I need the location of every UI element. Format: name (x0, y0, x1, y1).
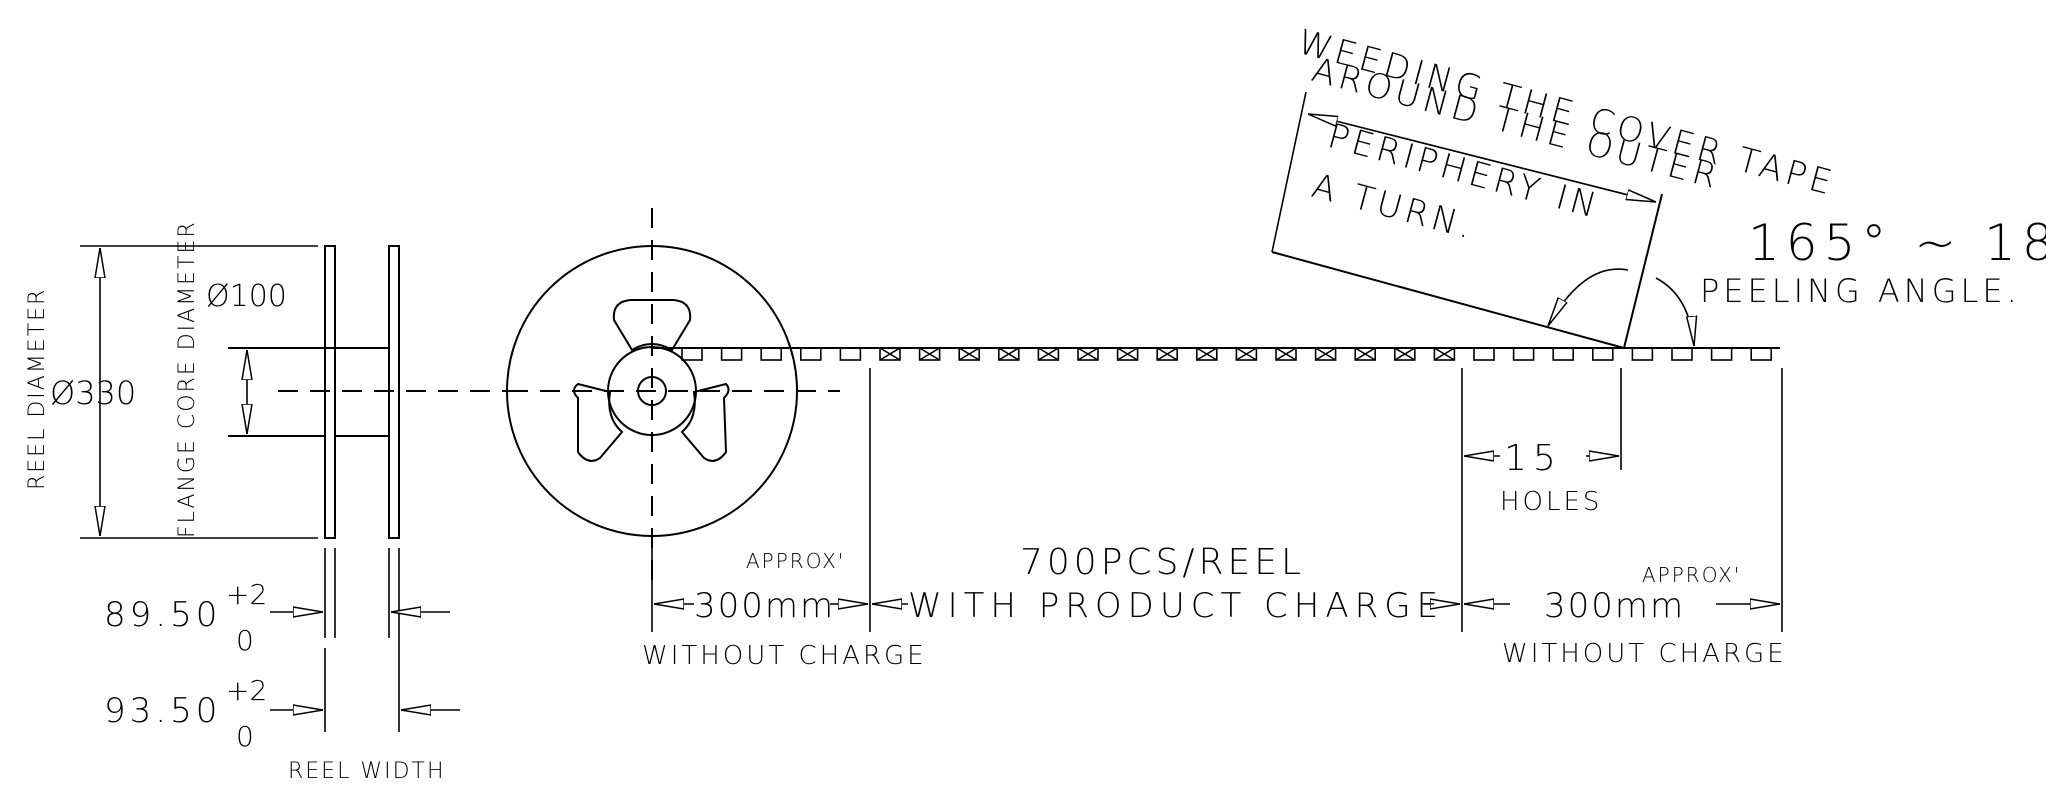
tape-pocket-filled (1354, 347, 1376, 361)
pocket-component-mark (1037, 347, 1059, 361)
reel-width-label: REEL WIDTH (288, 759, 446, 784)
tape-pocket-empty (1592, 347, 1614, 361)
tape-pocket-filled (1156, 347, 1178, 361)
width-1-value: 89.50 (104, 595, 221, 635)
tape-pocket-filled (918, 347, 941, 361)
pocket-component-mark (1196, 347, 1218, 361)
width-2-value: 93.50 (104, 691, 221, 731)
tape-pocket-filled (1275, 347, 1297, 361)
peeling-angle-arc-outer (1655, 277, 1694, 346)
flange-core-diameter-value: Ø100 (206, 279, 287, 314)
tape-pocket-filled (879, 347, 901, 361)
reel-window-right (680, 382, 730, 462)
pocket-component-mark (919, 347, 941, 361)
reel-diameter-value: Ø330 (50, 374, 136, 412)
tape-dimensions: APPROX' 300mm WITHOUT CHARGE 700PCS/REEL… (642, 368, 1787, 671)
peeled-cover-tape (1271, 251, 1625, 349)
without-charge-right-label: WITHOUT CHARGE (1502, 639, 1787, 669)
width-1-tol-plus: +2 (226, 578, 267, 611)
width-2-tol-zero: 0 (236, 720, 254, 753)
pitch-unit-label: HOLES (1500, 487, 1602, 517)
approx-left-label: APPROX' (746, 549, 845, 573)
tape-pockets (681, 347, 1772, 361)
pocket-component-mark (1275, 347, 1297, 361)
note-frame-top (1308, 113, 1656, 203)
pocket-component-mark (1156, 347, 1178, 361)
without-charge-left-label: WITHOUT CHARGE (642, 641, 927, 671)
peeling-angle-arc-inner (1548, 268, 1629, 326)
tape-pocket-filled (1037, 347, 1060, 361)
with-product-charge-label: WITH PRODUCT CHARGE (908, 586, 1444, 626)
peeling-vertical-ref (1623, 193, 1663, 349)
width-2-tol-plus: +2 (226, 674, 267, 707)
tape-pocket-filled (1116, 347, 1139, 361)
tape-pocket-empty (1750, 347, 1772, 361)
pocket-component-mark (998, 347, 1020, 361)
tape-pocket-empty (1552, 347, 1574, 361)
tape-pocket-filled (958, 347, 981, 361)
width-1-tol-zero: 0 (236, 624, 254, 657)
pocket-component-mark (1354, 347, 1376, 361)
reel-diameter-label: REEL DIAMETER (25, 288, 50, 490)
tape-pocket-filled (1394, 347, 1416, 361)
reel-side-view: REEL DIAMETER Ø330 FLANGE CORE DIAMETER … (25, 220, 520, 784)
tape-pocket-filled (1235, 347, 1258, 361)
tape-pocket-filled (1077, 347, 1099, 361)
pocket-component-mark (958, 347, 980, 361)
pocket-component-mark (1117, 347, 1139, 361)
tape-pocket-empty (681, 347, 703, 361)
pitch-value: 15 (1504, 438, 1562, 479)
pocket-component-mark (879, 347, 901, 361)
peeling-detail: WEEDING THE COVER TAPE AROUND THE OUTER … (1271, 22, 2046, 349)
flange-core-diameter-label: FLANGE CORE DIAMETER (175, 220, 200, 538)
pocket-component-mark (1394, 347, 1416, 361)
pocket-component-mark (1235, 347, 1257, 361)
approx-right-label: APPROX' (1642, 563, 1741, 587)
trailer-length-value: 300mm (1544, 586, 1685, 626)
tape-pocket-filled (1314, 347, 1337, 361)
tape-pocket-filled (997, 347, 1020, 361)
tape-pocket-empty (1710, 347, 1733, 361)
pocket-component-mark (1077, 347, 1099, 361)
peeling-angle-label: PEELING ANGLE. (1700, 272, 2021, 310)
tape-pocket-empty (1512, 347, 1535, 361)
leader-length-value: 300mm (694, 586, 835, 626)
tape-pocket-empty (720, 347, 743, 361)
tape-pocket-empty (760, 347, 783, 361)
tape-pocket-empty (839, 347, 862, 361)
note-line-1: WEEDING THE COVER TAPE (1294, 22, 1840, 204)
pocket-component-mark (1315, 347, 1337, 361)
tape-pocket-filled (1433, 347, 1456, 361)
note-frame-left (1271, 91, 1307, 253)
tape-pocket-empty (1473, 347, 1495, 361)
tape-pocket-empty (799, 347, 822, 361)
reel-window-left (573, 382, 624, 462)
carrier-tape (652, 347, 1780, 361)
pcs-per-reel-label: 700PCS/REEL (1020, 542, 1305, 583)
pocket-component-mark (1433, 347, 1455, 361)
tape-pocket-filled (1196, 347, 1218, 361)
tape-pocket-empty (1671, 347, 1693, 361)
reel-window-top (612, 299, 692, 352)
tape-pocket-empty (1631, 347, 1654, 361)
reel-front-view (506, 208, 840, 580)
peeling-angle-value: 165° ~ 180° (1748, 214, 2046, 272)
